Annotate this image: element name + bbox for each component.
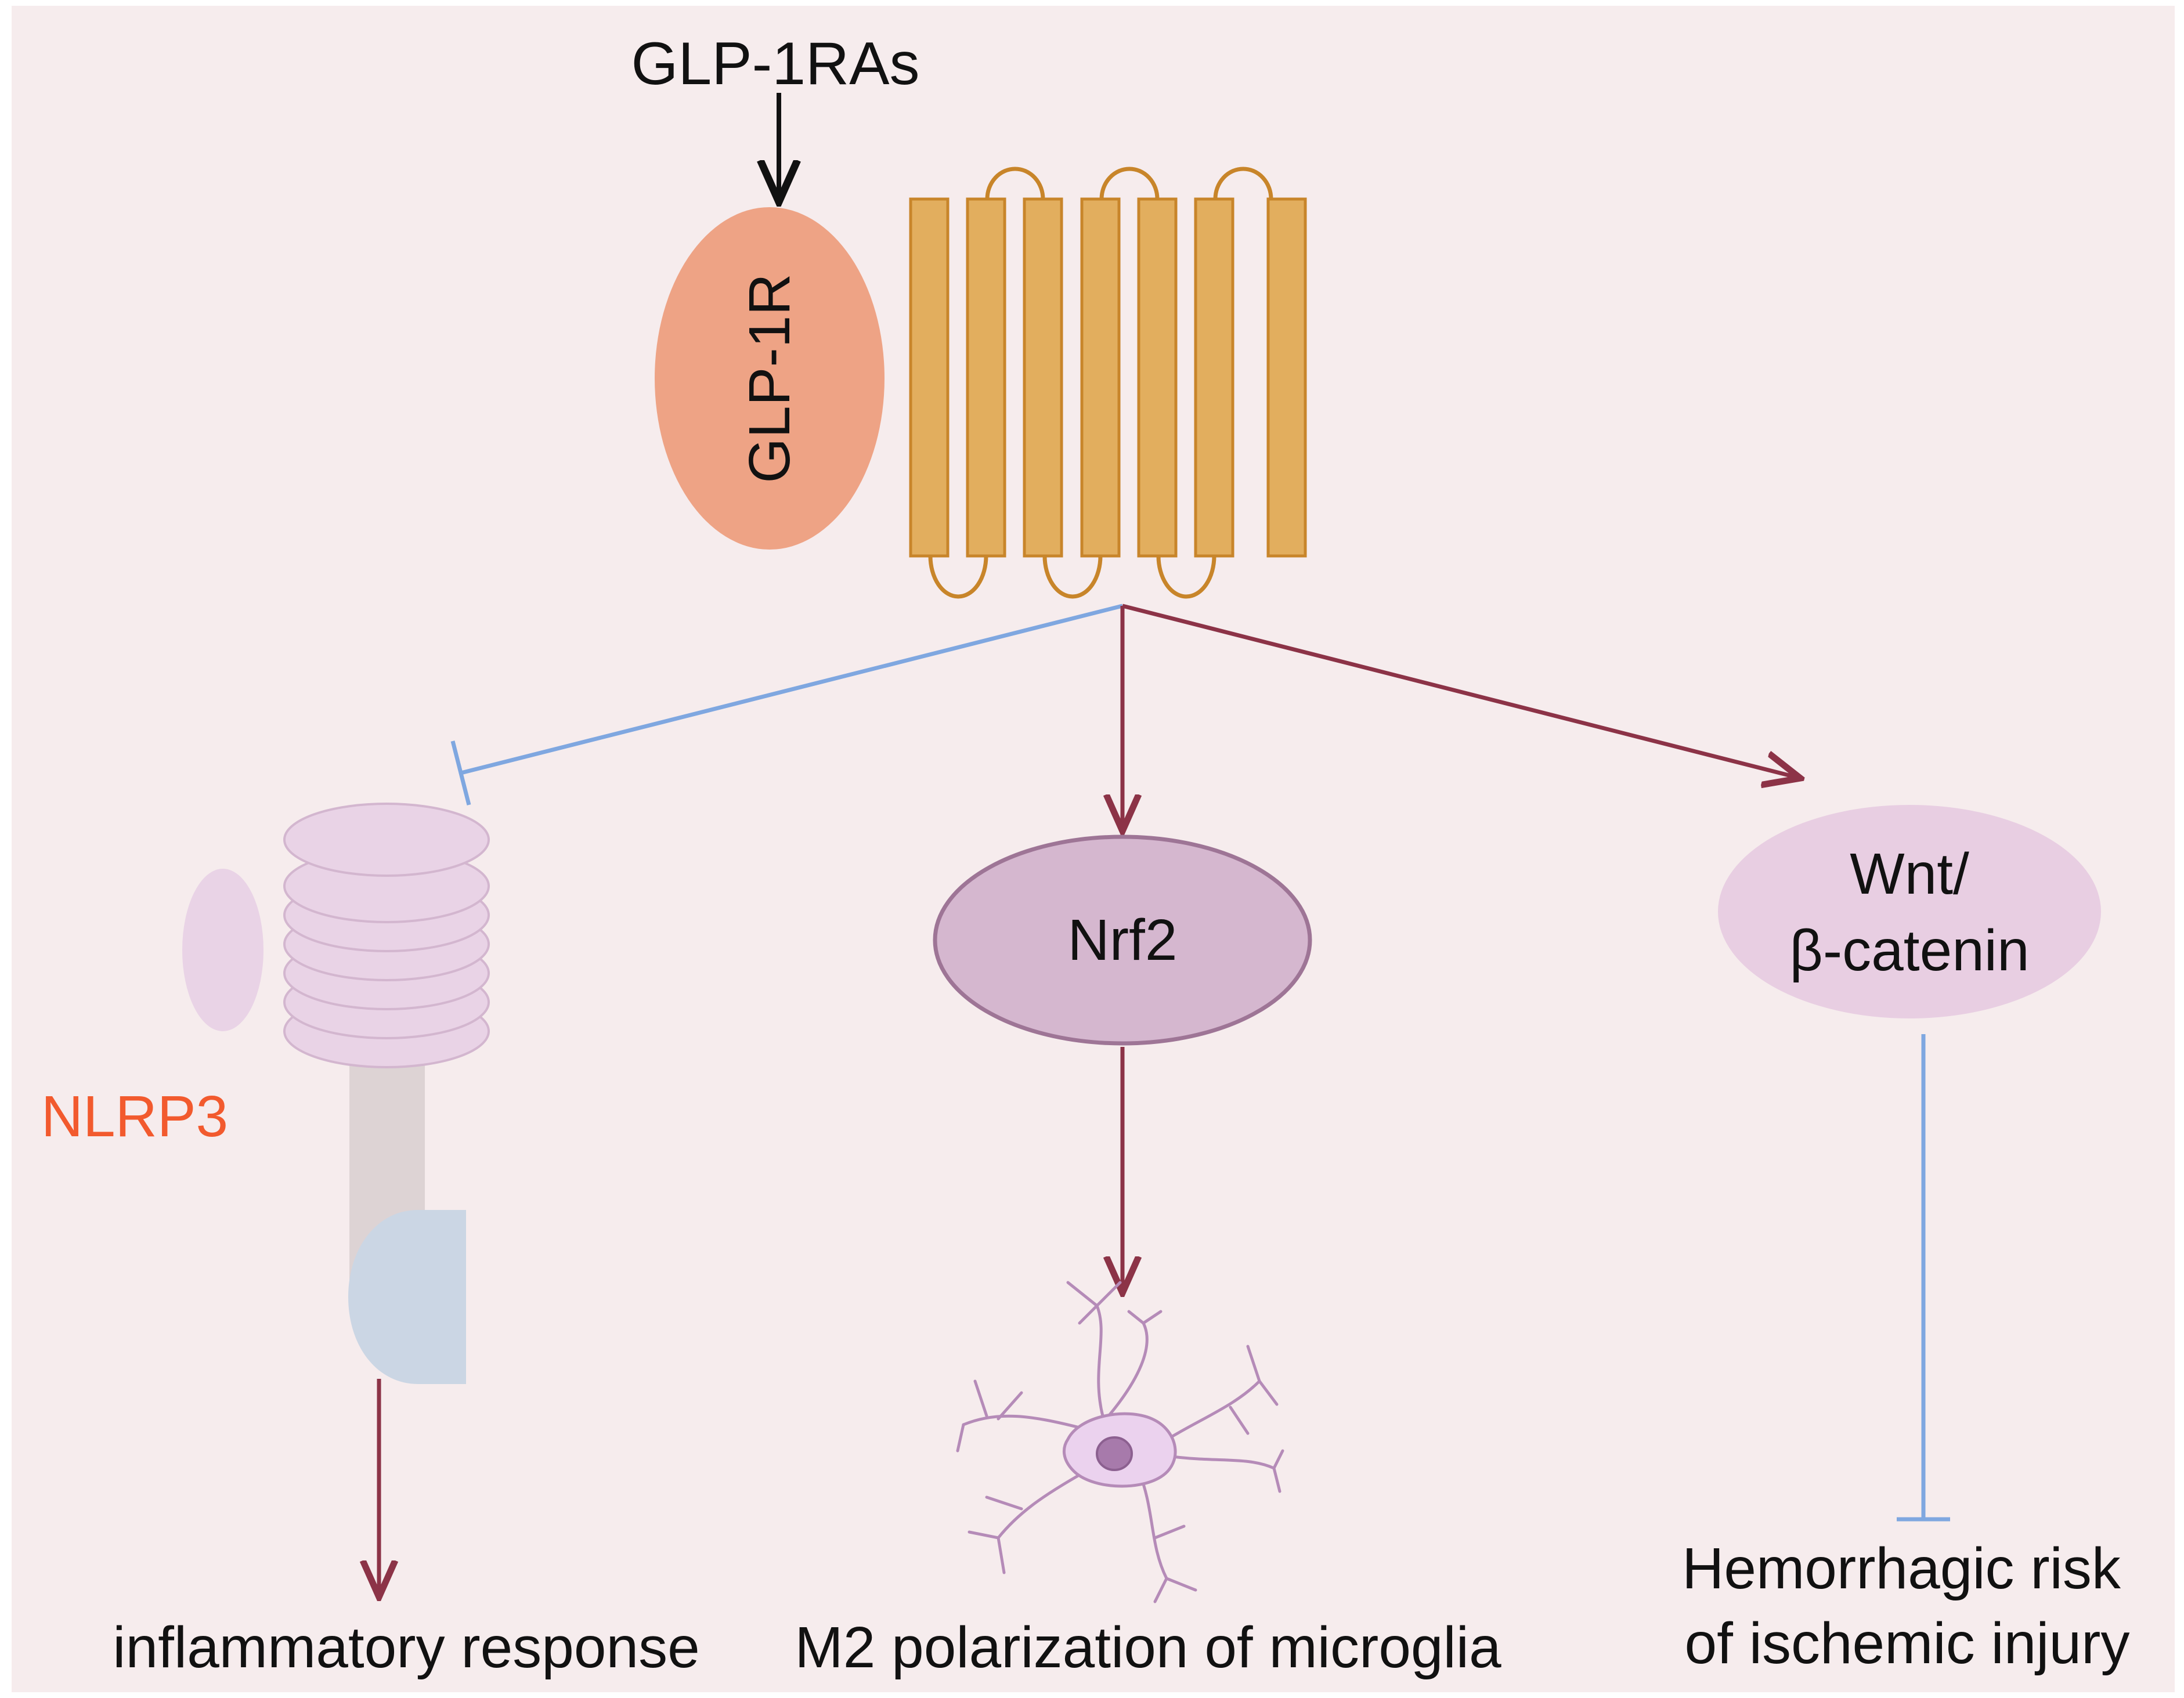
nlrp3-inflammasome-icon — [182, 803, 490, 1384]
nlrp3-label: NLRP3 — [41, 1084, 228, 1149]
activation-arrow-to-wnt — [1122, 604, 1800, 778]
outcome-hemorrhage-label-line1: Hemorrhagic risk — [1682, 1536, 2121, 1601]
outcome-microglia-label: M2 polarization of microglia — [795, 1615, 1501, 1680]
wnt-label-line1: Wnt/ — [1850, 841, 1969, 906]
outcome-inflammation-label: inflammatory response — [113, 1615, 700, 1680]
agonist-label: GLP-1RAs — [631, 30, 919, 97]
inhibition-line-to-nlrp3 — [460, 604, 1123, 775]
seven-transmembrane-receptor-icon — [909, 167, 1307, 599]
microglia-cell-icon — [956, 1281, 1284, 1603]
inhibition-bar-nlrp3 — [450, 740, 471, 805]
wnt-node — [1718, 805, 2101, 1018]
wnt-label-line2: β-catenin — [1789, 918, 2029, 983]
nrf2-label: Nrf2 — [1068, 908, 1178, 973]
outcome-hemorrhage-label-line2: of ischemic injury — [1685, 1611, 2130, 1676]
nrf2-node — [933, 834, 1312, 1046]
glp1r-label: GLP-1R — [737, 273, 802, 483]
glp1r-ellipse — [655, 207, 885, 550]
